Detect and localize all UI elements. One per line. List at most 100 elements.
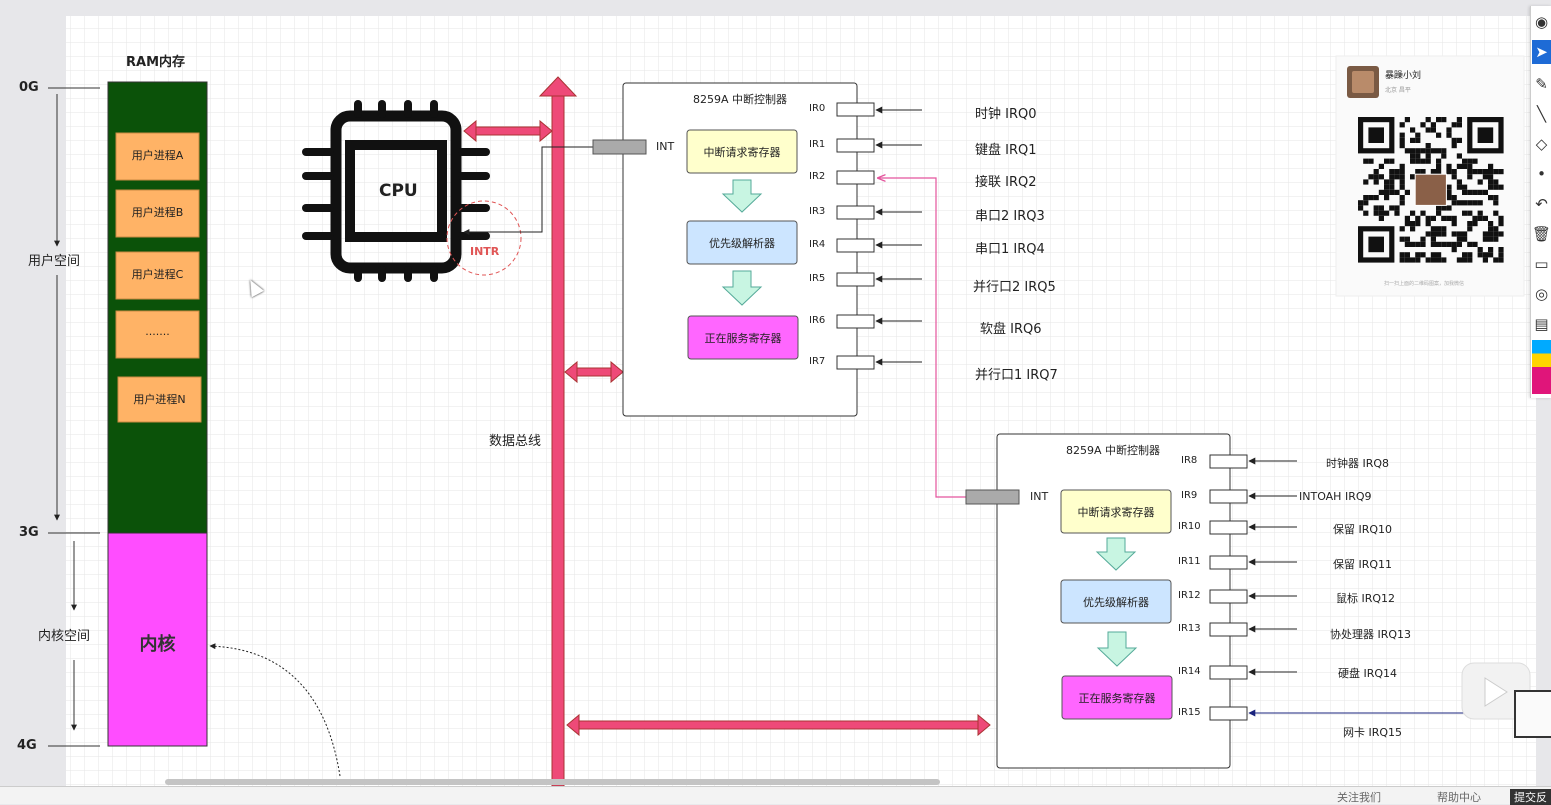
cpu-label: CPU bbox=[379, 181, 418, 201]
ram-process-blocks bbox=[115, 132, 202, 423]
mark-4g: 4G bbox=[17, 738, 37, 753]
follow-us-link[interactable]: 关注我们 bbox=[1337, 791, 1381, 804]
right-toolbar: ◉ ➤ ✎ ╲ ◇ • ↶ 🗑 ▭ ◎ ▤ bbox=[1530, 6, 1551, 398]
cpu-chip-icon bbox=[302, 100, 490, 282]
master-pr-label: 优先级解析器 bbox=[709, 237, 775, 250]
int-to-intr-line bbox=[463, 146, 593, 235]
master-pin-ir4: IR4 bbox=[809, 239, 826, 250]
ram-title: RAM内存 bbox=[126, 55, 186, 70]
chart-tool-icon[interactable] bbox=[1514, 690, 1551, 738]
master-int-pin bbox=[592, 139, 647, 155]
master-device-1: 键盘 IRQ1 bbox=[975, 143, 1037, 158]
cpu-bus-arrow bbox=[463, 119, 553, 143]
master-int-label: INT bbox=[656, 140, 675, 153]
master-isr-label: 正在服务寄存器 bbox=[704, 332, 782, 345]
wechat-location: 北京 昌平 bbox=[1385, 87, 1411, 94]
slave-int-label: INT bbox=[1030, 490, 1049, 503]
slave-title: 8259A 中断控制器 bbox=[1066, 444, 1161, 457]
master-device-2: 接联 IRQ2 bbox=[975, 175, 1037, 190]
slave-device-15: 网卡 IRQ15 bbox=[1343, 726, 1403, 739]
user-space-label: 用户空间 bbox=[28, 254, 81, 269]
slave-isr bbox=[1061, 675, 1173, 720]
trash-icon[interactable]: 🗑 bbox=[1531, 225, 1551, 243]
kernel-space-label: 内核空间 bbox=[38, 629, 91, 644]
slave-pin-ir13: IR13 bbox=[1178, 623, 1201, 634]
slave-irr bbox=[1060, 489, 1172, 534]
slave-pin-ir12: IR12 bbox=[1178, 590, 1201, 601]
master-pins bbox=[836, 102, 875, 370]
master-irr bbox=[686, 129, 798, 174]
slave-pin-ir10: IR10 bbox=[1178, 521, 1201, 532]
master-device-3: 串口2 IRQ3 bbox=[975, 209, 1045, 224]
process-ellipsis-label: ....... bbox=[145, 325, 170, 338]
screen-icon[interactable]: ▭ bbox=[1534, 255, 1549, 273]
slave-pr-label: 优先级解析器 bbox=[1083, 596, 1149, 609]
master-isr bbox=[687, 315, 799, 360]
master-device-0: 时钟 IRQ0 bbox=[975, 107, 1037, 122]
process-a-label: 用户进程A bbox=[131, 149, 184, 162]
dot-icon[interactable]: • bbox=[1537, 165, 1546, 183]
pointer-icon[interactable]: ➤ bbox=[1532, 40, 1551, 64]
slave-int-pin bbox=[965, 489, 1020, 505]
line-icon[interactable]: ╲ bbox=[1536, 105, 1547, 123]
slave-pin-ir15: IR15 bbox=[1178, 707, 1201, 718]
master-device-7: 并行口1 IRQ7 bbox=[975, 368, 1058, 383]
wechat-name: 暴躁小刘 bbox=[1385, 71, 1422, 81]
slave-pr bbox=[1060, 579, 1172, 624]
mark-3g: 3G bbox=[19, 525, 39, 540]
status-bar: 关注我们 帮助中心 提交反 bbox=[0, 786, 1551, 805]
slave-device-14: 硬盘 IRQ14 bbox=[1338, 667, 1398, 680]
clipboard-icon[interactable]: ▤ bbox=[1534, 315, 1549, 333]
slave-device-9: INTOAH IRQ9 bbox=[1299, 490, 1372, 503]
master-pin-ir0: IR0 bbox=[809, 103, 826, 114]
slave-irr-label: 中断请求寄存器 bbox=[1077, 506, 1155, 519]
slave-pins bbox=[1209, 454, 1248, 721]
slave-device-12: 鼠标 IRQ12 bbox=[1336, 592, 1396, 605]
submit-button[interactable]: 提交反 bbox=[1510, 789, 1551, 805]
slave-pin-ir9: IR9 bbox=[1181, 490, 1198, 501]
color-palette-icon[interactable] bbox=[1532, 340, 1551, 394]
master-flow-arrows bbox=[721, 179, 763, 306]
slave-isr-label: 正在服务寄存器 bbox=[1078, 692, 1156, 705]
mark-0g: 0G bbox=[19, 80, 39, 95]
master-device-6: 软盘 IRQ6 bbox=[980, 322, 1042, 337]
master-pin-ir7: IR7 bbox=[809, 356, 826, 367]
process-n-label: 用户进程N bbox=[133, 393, 186, 406]
play-overlay-icon bbox=[1461, 662, 1531, 720]
eraser-icon[interactable]: ◇ bbox=[1535, 135, 1548, 153]
master-pin-ir1: IR1 bbox=[809, 139, 826, 150]
eye-icon[interactable]: ◉ bbox=[1534, 13, 1549, 31]
intr-circle bbox=[446, 200, 522, 276]
horizontal-scrollbar[interactable] bbox=[165, 779, 940, 785]
ram-kernel-region bbox=[107, 532, 208, 747]
master-pin-ir2: IR2 bbox=[809, 171, 826, 182]
ram-markers bbox=[48, 87, 100, 747]
slave-device-lines bbox=[1248, 457, 1520, 717]
master-pr bbox=[686, 220, 798, 265]
undo-icon[interactable]: ↶ bbox=[1535, 195, 1548, 213]
kernel-dotted-curve bbox=[209, 643, 341, 777]
kernel-label: 内核 bbox=[139, 634, 176, 655]
master-pin-ir5: IR5 bbox=[809, 273, 826, 284]
master-irr-label: 中断请求寄存器 bbox=[703, 146, 781, 159]
master-pin-ir3: IR3 bbox=[809, 206, 826, 217]
slave-flow-arrows bbox=[1095, 537, 1138, 667]
master-pin-ir6: IR6 bbox=[809, 315, 826, 326]
camera-icon[interactable]: ◎ bbox=[1534, 285, 1549, 303]
pencil-icon[interactable]: ✎ bbox=[1535, 75, 1548, 93]
slave-device-10: 保留 IRQ10 bbox=[1333, 523, 1393, 536]
master-device-4: 串口1 IRQ4 bbox=[975, 242, 1045, 257]
cascade-line bbox=[878, 178, 966, 498]
intr-label: INTR bbox=[470, 245, 500, 258]
master-device-5: 并行口2 IRQ5 bbox=[973, 280, 1056, 295]
master-device-lines bbox=[875, 106, 922, 366]
help-center-link[interactable]: 帮助中心 bbox=[1437, 791, 1481, 804]
slave-device-13: 协处理器 IRQ13 bbox=[1330, 628, 1412, 641]
wechat-scan-hint: 扫一扫上面的二维码图案，加我微信 bbox=[1384, 281, 1465, 287]
slave-pin-ir8: IR8 bbox=[1181, 455, 1198, 466]
slave-pin-ir11: IR11 bbox=[1178, 556, 1201, 567]
bus-master-arrow bbox=[564, 360, 624, 384]
bus-slave-arrow bbox=[566, 713, 991, 737]
qr-code-icon bbox=[1358, 117, 1504, 263]
